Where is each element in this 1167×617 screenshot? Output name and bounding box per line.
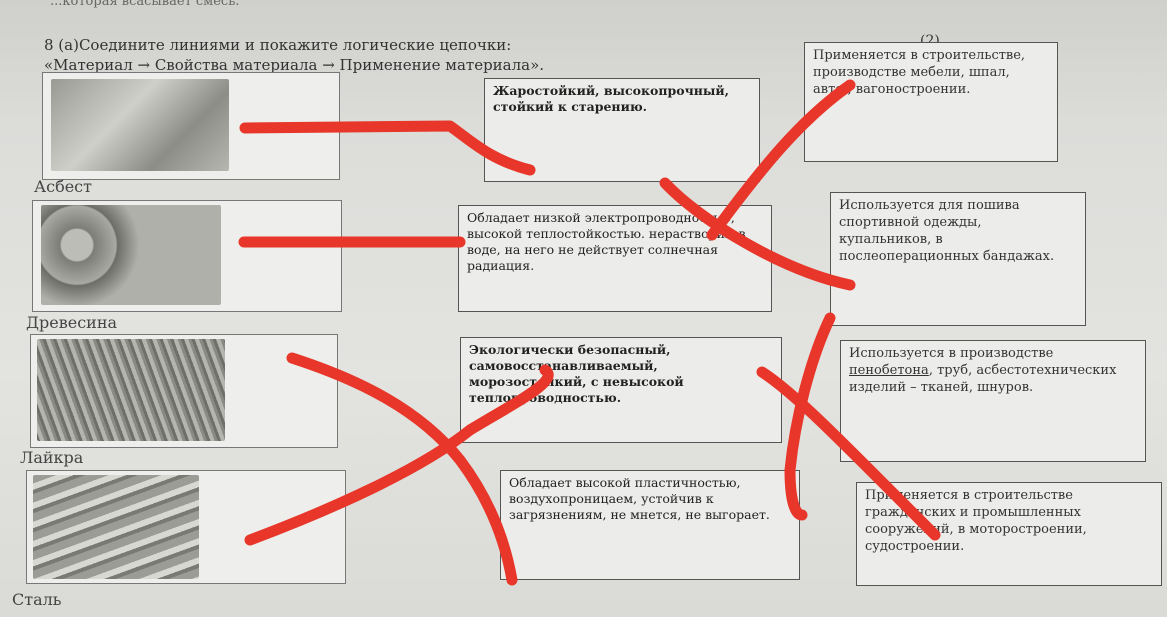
application-box-3: Используется в производстве пенобетона, … [840, 340, 1146, 462]
material-label-asbestos: Асбест [34, 177, 92, 196]
material-label-lycra: Лайкра [20, 448, 84, 467]
cross-stroke-4 [244, 364, 554, 546]
material-label-wood: Древесина [26, 313, 118, 332]
application-3-underlined: пенобетона [849, 363, 929, 378]
property-box-3: Экологически безопасный, самовосстанавли… [460, 337, 782, 443]
material-label-steel: Сталь [12, 590, 62, 609]
material-image-box-lycra [30, 334, 338, 448]
cross-stroke-2 [706, 79, 856, 241]
application-3-suffix: , труб, асбестотехнических изделий – тка… [849, 363, 1117, 395]
task-instruction: 8 (а)Соедините линиями и покажите логиче… [44, 36, 512, 54]
cross-stroke-5 [756, 366, 941, 541]
previous-task-fragment: ...которая всасывает смесь. [50, 0, 240, 9]
wood-logs-photo [41, 205, 221, 305]
line-asbestos-to-property1 [239, 120, 536, 176]
application-3-prefix: Используется в производстве [849, 346, 1054, 361]
lycra-fibers-photo [37, 339, 225, 441]
property-box-4: Обладает высокой пластичностью, воздухоп… [500, 470, 800, 580]
cross-stroke-6 [784, 312, 836, 521]
steel-pipes-photo [33, 475, 199, 579]
material-image-box-wood [32, 200, 342, 312]
cross-stroke-3 [286, 352, 518, 586]
asbestos-photo [51, 79, 229, 171]
application-box-2: Используется для пошива спортивной одежд… [830, 192, 1086, 326]
task-chain: «Материал → Свойства материала → Примене… [44, 56, 545, 74]
cross-stroke-1 [659, 177, 856, 291]
application-box-1: Применяется в строительстве, производств… [804, 42, 1058, 162]
